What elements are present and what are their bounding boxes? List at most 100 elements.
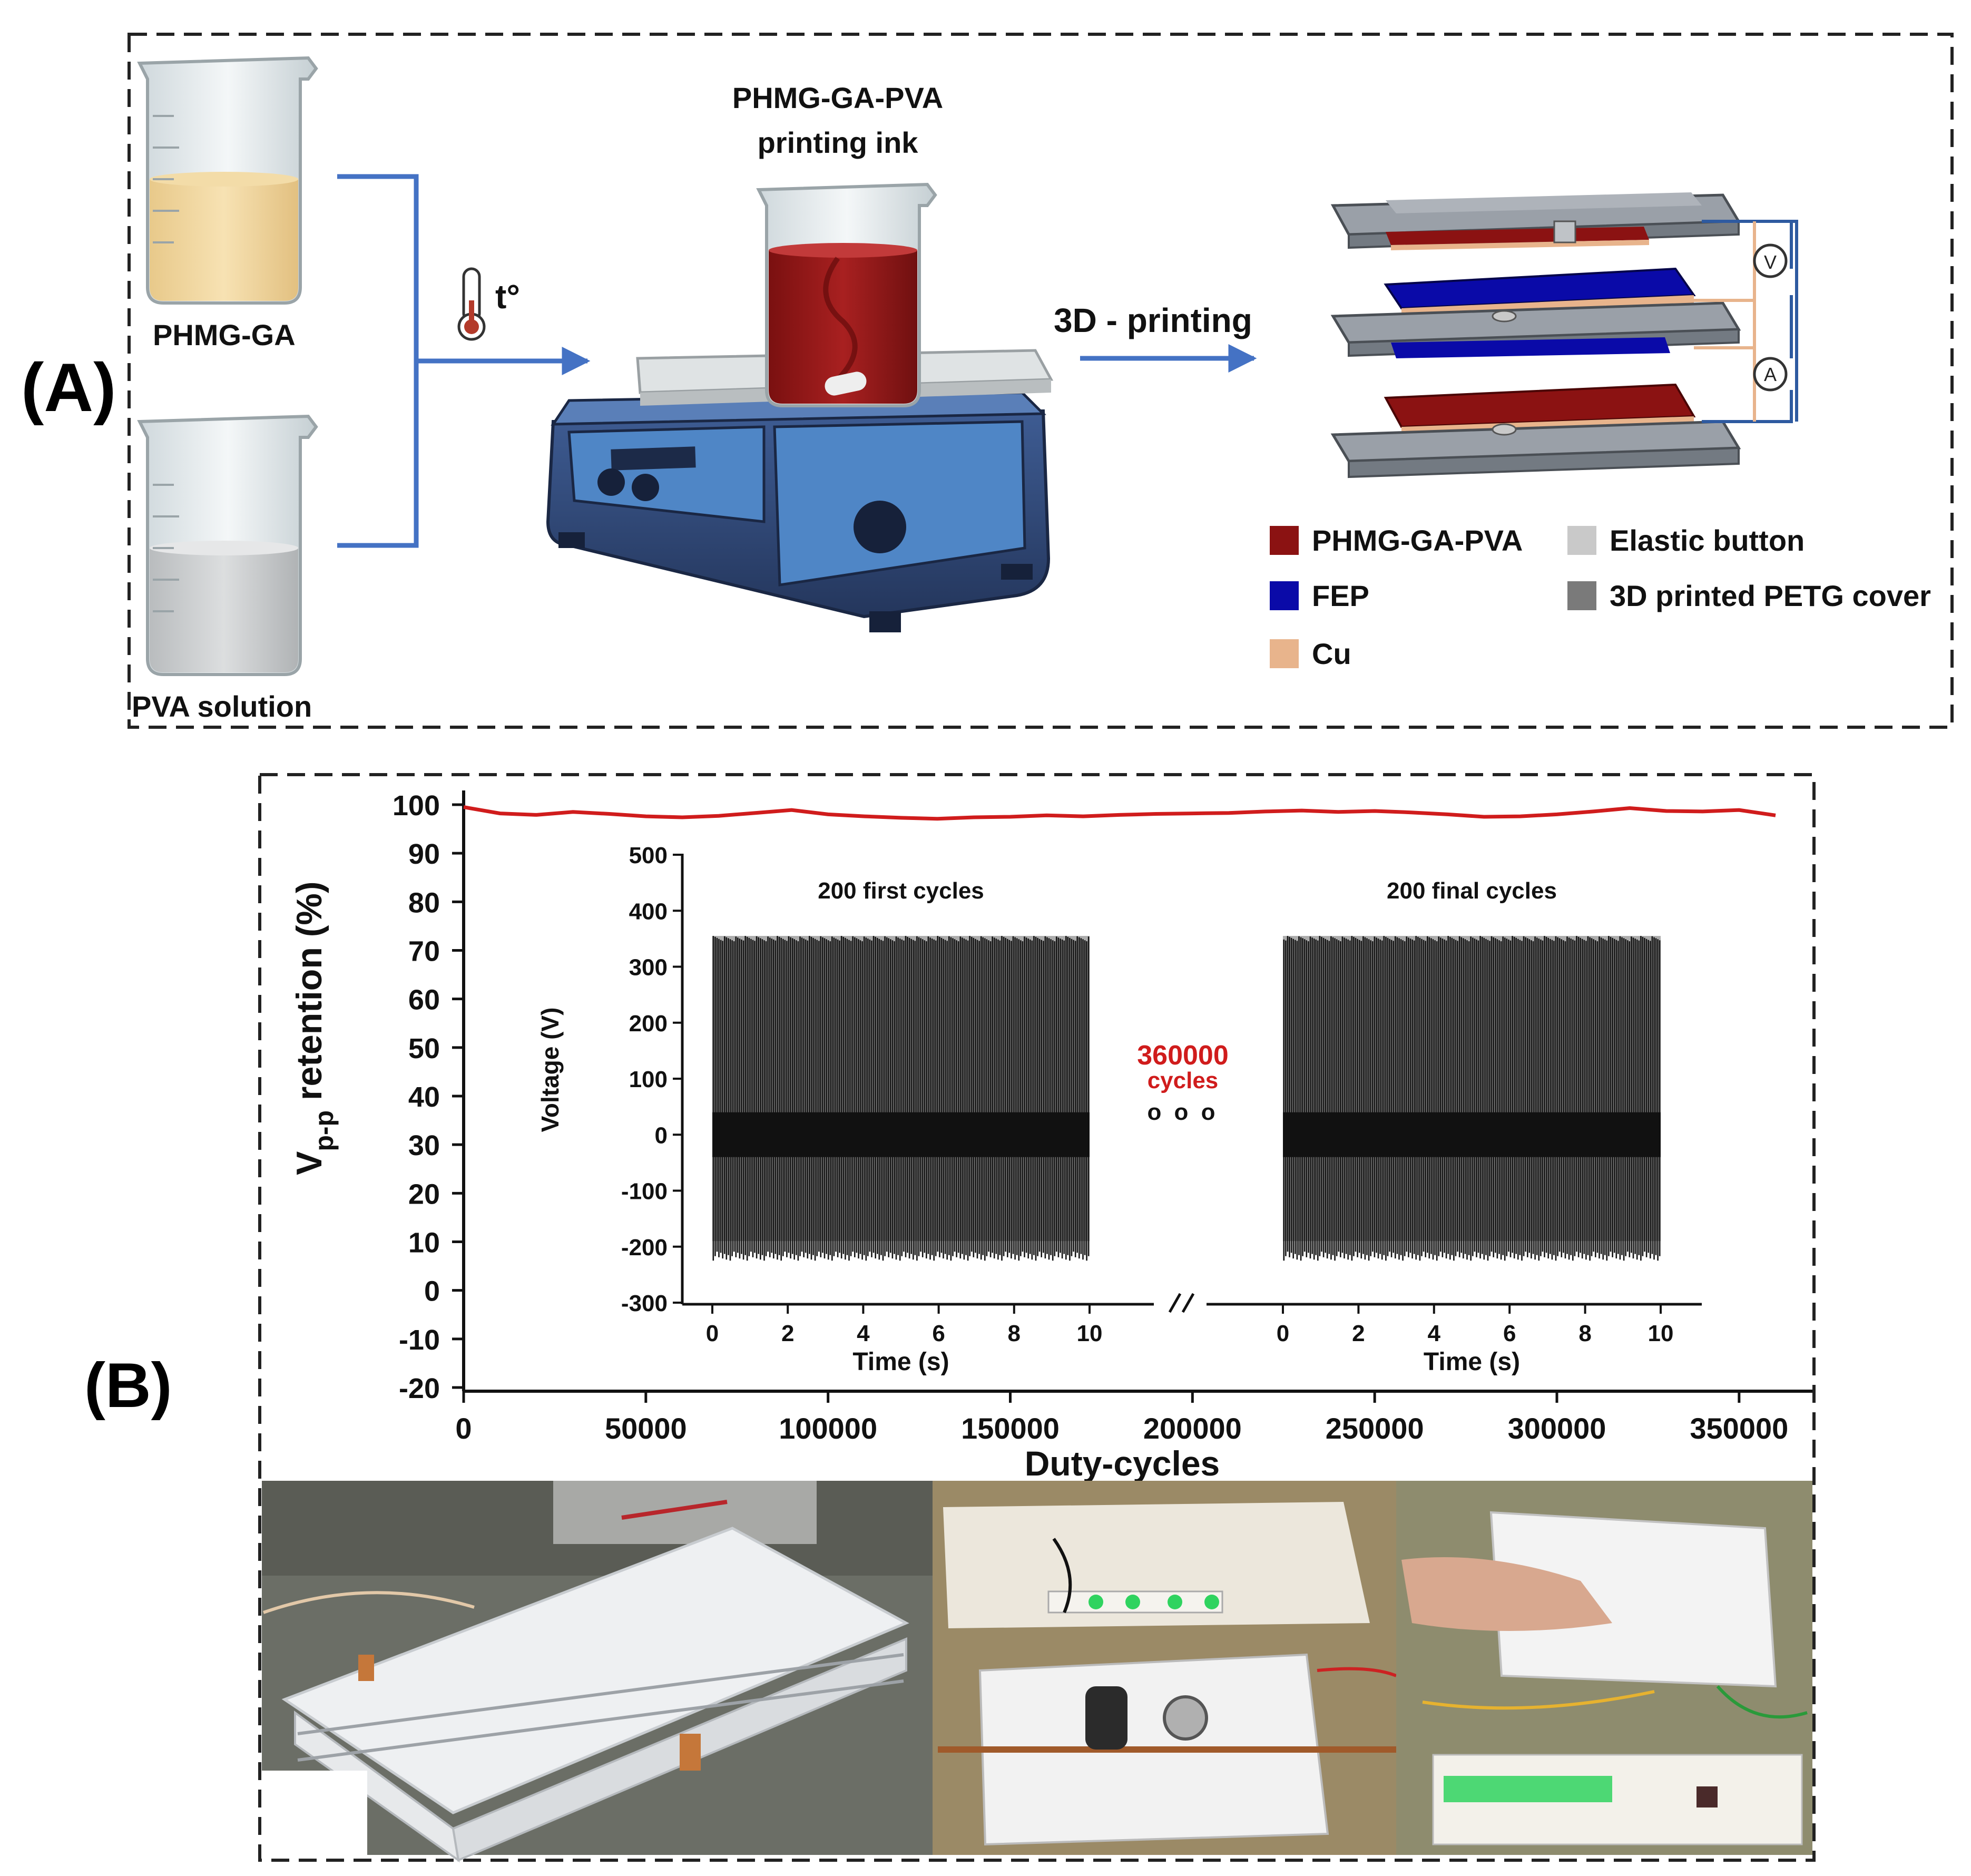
x-tick-label-0: 0 xyxy=(455,1412,472,1445)
thermometer-icon xyxy=(457,267,486,341)
inset-panel-title-0: 200 first cycles xyxy=(818,878,984,904)
legend-label-0: PHMG-GA-PVA xyxy=(1312,524,1523,557)
beaker-2-label: PVA solution xyxy=(132,690,312,723)
inset-x-tick-label-1-0: 0 xyxy=(1277,1321,1289,1346)
inset-x-axis-title-1: Time (s) xyxy=(1424,1348,1520,1376)
cycles-annotation-dots: o o o xyxy=(1147,1099,1218,1125)
process-label: 3D - printing xyxy=(1054,301,1252,339)
ink-title-line2: printing ink xyxy=(758,126,919,159)
inset-y-tick-label-5: 0 xyxy=(655,1122,668,1148)
x-axis-title: Duty-cycles xyxy=(1025,1444,1220,1483)
y-tick-label-11: -10 xyxy=(399,1324,440,1356)
legend-label-2: Cu xyxy=(1312,637,1351,670)
legend-swatch-2 xyxy=(1270,639,1299,668)
y-axis-title: Vp-p retention (%) xyxy=(289,881,339,1175)
axis-break-mark-2 xyxy=(1181,1293,1195,1313)
y-tick-label-9: 10 xyxy=(408,1227,440,1259)
heat-label: t° xyxy=(495,278,520,316)
inset-x-tick-label-1-5: 10 xyxy=(1648,1321,1674,1346)
axis-break-mark-1 xyxy=(1168,1293,1182,1313)
inset-x-tick-label-0-2: 4 xyxy=(857,1321,870,1346)
voltage-signal-1 xyxy=(1283,936,1661,1261)
y-tick-label-10: 0 xyxy=(424,1276,440,1307)
y-tick-label-6: 40 xyxy=(408,1081,440,1113)
voltage-signal-envelope-0 xyxy=(712,936,1090,1242)
ammeter-icon xyxy=(1753,357,1788,392)
y-tick-label-12: -20 xyxy=(399,1373,440,1404)
legend-swatch-1 xyxy=(1270,581,1299,610)
inset-y-tick-label-2: 300 xyxy=(629,955,668,981)
cycles-annotation-unit: cycles xyxy=(1148,1068,1219,1093)
y-tick-label-8: 20 xyxy=(408,1178,440,1210)
device-stack-photo xyxy=(262,1481,933,1863)
y-tick-label-0: 100 xyxy=(393,790,440,822)
panel-b-frame xyxy=(258,773,1816,1862)
y-tick-label-4: 60 xyxy=(408,984,440,1016)
inset-x-tick-label-0-3: 6 xyxy=(932,1321,945,1346)
retention-series-line-0 xyxy=(463,805,1776,821)
inset-y-tick-label-3: 200 xyxy=(629,1011,668,1037)
inset-x-tick-label-1-3: 6 xyxy=(1503,1321,1516,1346)
inset-x-tick-label-0-4: 8 xyxy=(1008,1321,1021,1346)
voltmeter-icon xyxy=(1753,243,1788,278)
y-axis-title-rest: retention (%) xyxy=(289,881,329,1110)
cycles-annotation-value: 360000 xyxy=(1137,1040,1229,1071)
y-axis-title-sub: p-p xyxy=(309,1110,339,1151)
inset-x-axis-title-0: Time (s) xyxy=(852,1348,949,1376)
voltage-signal-band-1 xyxy=(1283,1112,1661,1157)
inset-y-axis-title: Voltage (V) xyxy=(536,1008,564,1132)
panel-a: (A) PHMG-GA PVA solution xyxy=(21,33,1954,729)
y-tick-label-7: 30 xyxy=(408,1130,440,1161)
voltage-signal-0 xyxy=(712,936,1090,1261)
inset-y-tick-label-1: 400 xyxy=(629,898,668,924)
x-tick-label-7: 350000 xyxy=(1690,1412,1788,1445)
panel-a-label: (A) xyxy=(21,349,116,426)
x-tick-label-1: 50000 xyxy=(605,1412,687,1445)
voltmeter-symbol: V xyxy=(1764,251,1777,273)
hotplate-stirrer xyxy=(546,349,1054,632)
inset-x-tick-label-0-1: 2 xyxy=(781,1321,794,1346)
y-tick-label-1: 90 xyxy=(408,838,440,870)
panel-b-label: (B) xyxy=(84,1350,172,1421)
device-legend: PHMG-GA-PVA FEP Cu Elastic button 3D printed… xyxy=(1270,524,1931,670)
ink-title-line1: PHMG-GA-PVA xyxy=(732,81,943,114)
x-tick-label-5: 250000 xyxy=(1326,1412,1424,1445)
inset-x-tick-label-0-0: 0 xyxy=(706,1321,719,1346)
inset-panel-title-1: 200 final cycles xyxy=(1387,878,1557,904)
legend-swatch-0 xyxy=(1270,526,1299,555)
beaker-pva-ink xyxy=(756,182,937,407)
x-tick-label-2: 100000 xyxy=(779,1412,877,1445)
legend-label-3: Elastic button xyxy=(1610,524,1805,557)
x-tick-label-4: 200000 xyxy=(1143,1412,1242,1445)
hand-press-led-photo xyxy=(1396,1481,1812,1855)
inset-y-tick-label-0: 500 xyxy=(629,843,668,868)
y-tick-label-2: 80 xyxy=(408,887,440,919)
beaker-1-label: PHMG-GA xyxy=(153,318,296,351)
y-tick-label-3: 70 xyxy=(408,936,440,968)
x-tick-label-6: 300000 xyxy=(1508,1412,1606,1445)
legend-label-4: 3D printed PETG cover xyxy=(1610,579,1931,612)
inset-x-tick-label-1-1: 2 xyxy=(1352,1321,1365,1346)
ammeter-symbol: A xyxy=(1764,364,1777,385)
legend-swatch-3 xyxy=(1567,526,1596,555)
merge-flow-lines xyxy=(337,174,591,548)
legend-label-1: FEP xyxy=(1312,579,1369,612)
x-tick-label-3: 150000 xyxy=(961,1412,1060,1445)
beaker-pva-solution xyxy=(137,414,318,676)
teng-device-exploded: V A xyxy=(1330,192,1798,478)
y-tick-label-5: 50 xyxy=(408,1033,440,1064)
voltage-signal-envelope-1 xyxy=(1283,936,1661,1242)
y-axis-title-main: V xyxy=(289,1151,329,1175)
inset-y-tick-label-7: -200 xyxy=(621,1235,668,1261)
inset-x-tick-label-0-5: 10 xyxy=(1077,1321,1103,1346)
beaker-phmg-ga xyxy=(137,56,318,305)
inset-x-tick-label-1-2: 4 xyxy=(1428,1321,1441,1346)
inset-y-tick-label-8: -300 xyxy=(621,1291,668,1316)
led-board-photo xyxy=(933,1481,1397,1855)
inset-y-tick-label-6: -100 xyxy=(621,1179,668,1205)
voltage-signal-band-0 xyxy=(712,1112,1090,1157)
